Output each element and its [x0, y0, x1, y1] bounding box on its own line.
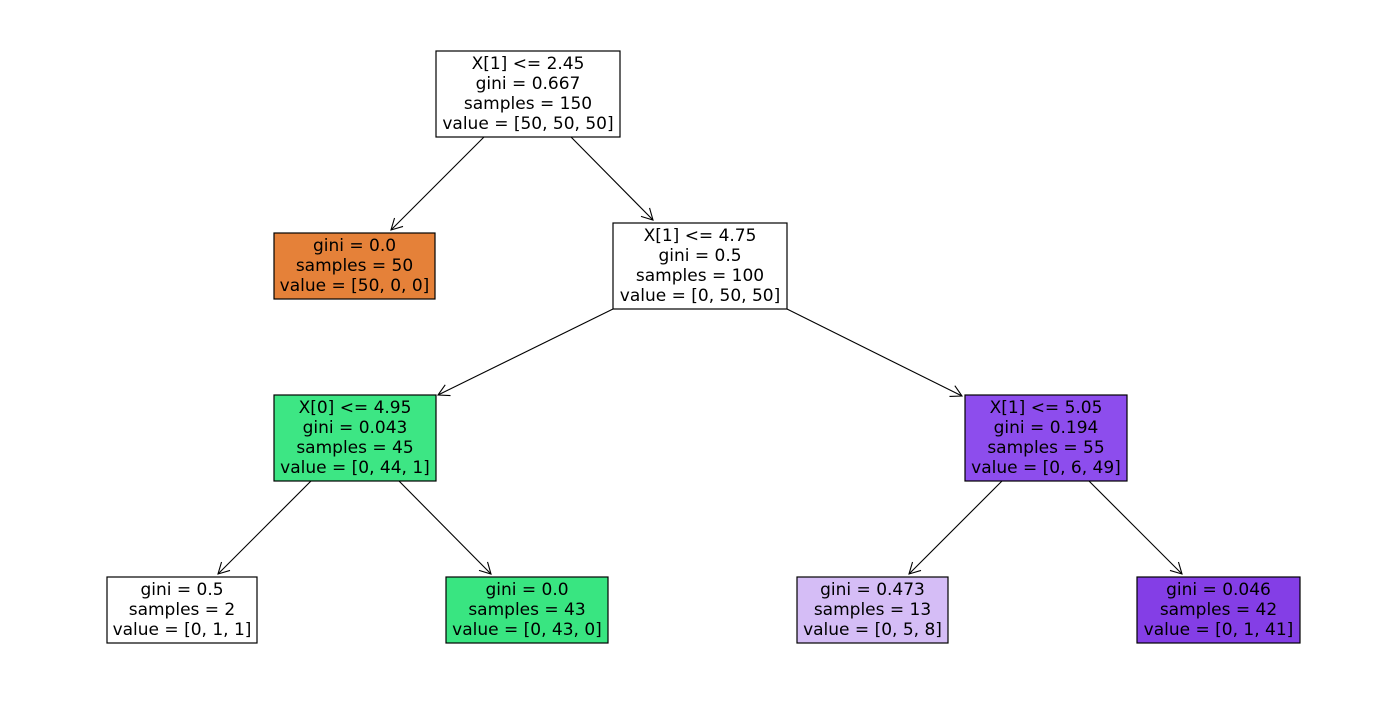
- node-text-line: samples = 13: [814, 600, 931, 620]
- edge-right-split-to-versicolor-split: [436, 308, 614, 397]
- node-box: [964, 394, 1128, 482]
- edge-root-to-left-leaf-setosa: [390, 136, 485, 231]
- node-box: [273, 394, 437, 482]
- edge-versicolor-split-to-leaf-mixed-small: [217, 480, 312, 575]
- edge-virginica-split-to-leaf-light-purple: [908, 480, 1003, 575]
- node-text-line: gini = 0.0: [313, 236, 396, 256]
- node-text-line: gini = 0.194: [994, 418, 1099, 438]
- node-text-line: value = [50, 50, 50]: [442, 114, 613, 134]
- node-text-line: samples = 50: [296, 256, 413, 276]
- node-text-line: samples = 150: [464, 94, 592, 114]
- node-box: [106, 576, 258, 644]
- node-text-line: X[1] <= 4.75: [644, 226, 757, 246]
- node-text-line: X[0] <= 4.95: [299, 398, 412, 418]
- node-text-line: gini = 0.046: [1166, 580, 1271, 600]
- edge-right-split-to-virginica-split: [786, 308, 964, 398]
- node-box: [445, 576, 609, 644]
- node-text-line: samples = 55: [987, 438, 1104, 458]
- node-text-line: X[1] <= 2.45: [472, 54, 585, 74]
- node-text-line: samples = 42: [1160, 600, 1277, 620]
- node-text-line: gini = 0.5: [658, 246, 741, 266]
- node-text-line: value = [0, 1, 41]: [1144, 620, 1294, 640]
- node-text-line: gini = 0.5: [140, 580, 223, 600]
- node-text-line: value = [0, 43, 0]: [452, 620, 602, 640]
- tree-edges: [217, 136, 1183, 575]
- node-text-line: value = [0, 6, 49]: [971, 458, 1121, 478]
- node-box: [435, 50, 621, 138]
- node-text-line: gini = 0.0: [485, 580, 568, 600]
- node-box: [273, 232, 436, 300]
- node-text-line: samples = 100: [636, 266, 764, 286]
- edge-virginica-split-to-leaf-virginica: [1088, 480, 1183, 575]
- node-text-line: value = [0, 50, 50]: [620, 286, 780, 306]
- edge-root-to-right-split: [570, 136, 654, 221]
- node-text-line: gini = 0.667: [476, 74, 581, 94]
- node-text-line: samples = 2: [129, 600, 236, 620]
- node-text-line: value = [0, 44, 1]: [280, 458, 430, 478]
- node-text-line: value = [50, 0, 0]: [280, 276, 430, 296]
- node-box: [796, 576, 949, 644]
- node-box: [612, 222, 788, 310]
- node-text-line: value = [0, 5, 8]: [803, 620, 942, 640]
- node-box: [1136, 576, 1301, 644]
- node-text-line: samples = 45: [296, 438, 413, 458]
- node-text-line: value = [0, 1, 1]: [113, 620, 252, 640]
- node-text-line: gini = 0.043: [303, 418, 408, 438]
- node-text-line: gini = 0.473: [820, 580, 925, 600]
- node-text-line: X[1] <= 5.05: [990, 398, 1103, 418]
- edge-versicolor-split-to-leaf-versicolor-pure: [398, 480, 492, 575]
- node-text-line: samples = 43: [468, 600, 585, 620]
